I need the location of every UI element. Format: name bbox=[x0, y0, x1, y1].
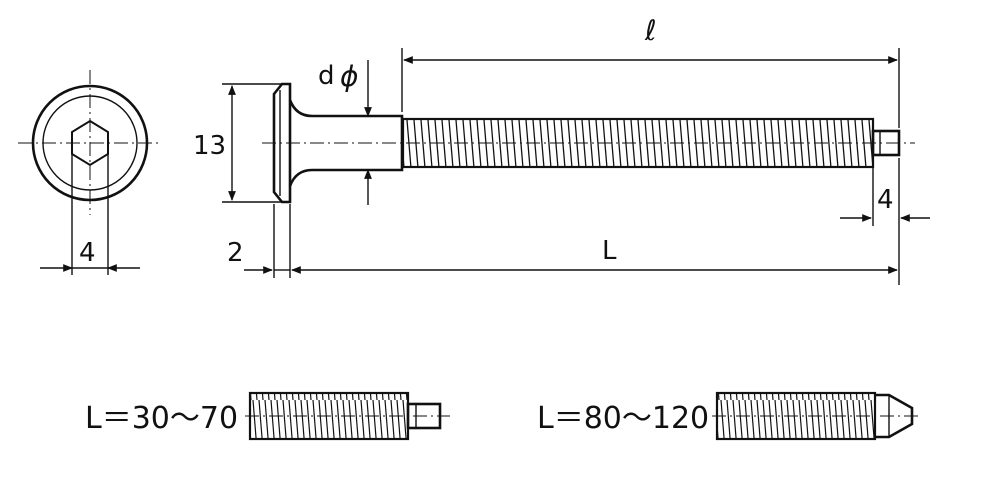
bolt-side-view: 13 d ϕ ℓ 4 2 L bbox=[193, 14, 930, 285]
variant-long: L＝80～120 bbox=[537, 391, 920, 441]
head-diameter-label: 13 bbox=[193, 131, 226, 161]
variant-long-label: L＝80～120 bbox=[537, 401, 709, 436]
hex-socket bbox=[71, 119, 109, 167]
variant-short-label: L＝30～70 bbox=[85, 401, 238, 436]
head-thickness-label: 2 bbox=[227, 238, 244, 268]
hex-size-label: 4 bbox=[79, 238, 96, 268]
tip-length-label: 4 bbox=[877, 185, 894, 215]
thread-length-label: ℓ bbox=[644, 14, 657, 47]
variant-short: L＝30～70 bbox=[85, 391, 450, 441]
shank-diameter-label: d bbox=[318, 61, 335, 91]
diameter-symbol: ϕ bbox=[340, 60, 358, 93]
total-length-label: L bbox=[602, 236, 617, 266]
head-end-view: 4 bbox=[18, 70, 162, 275]
